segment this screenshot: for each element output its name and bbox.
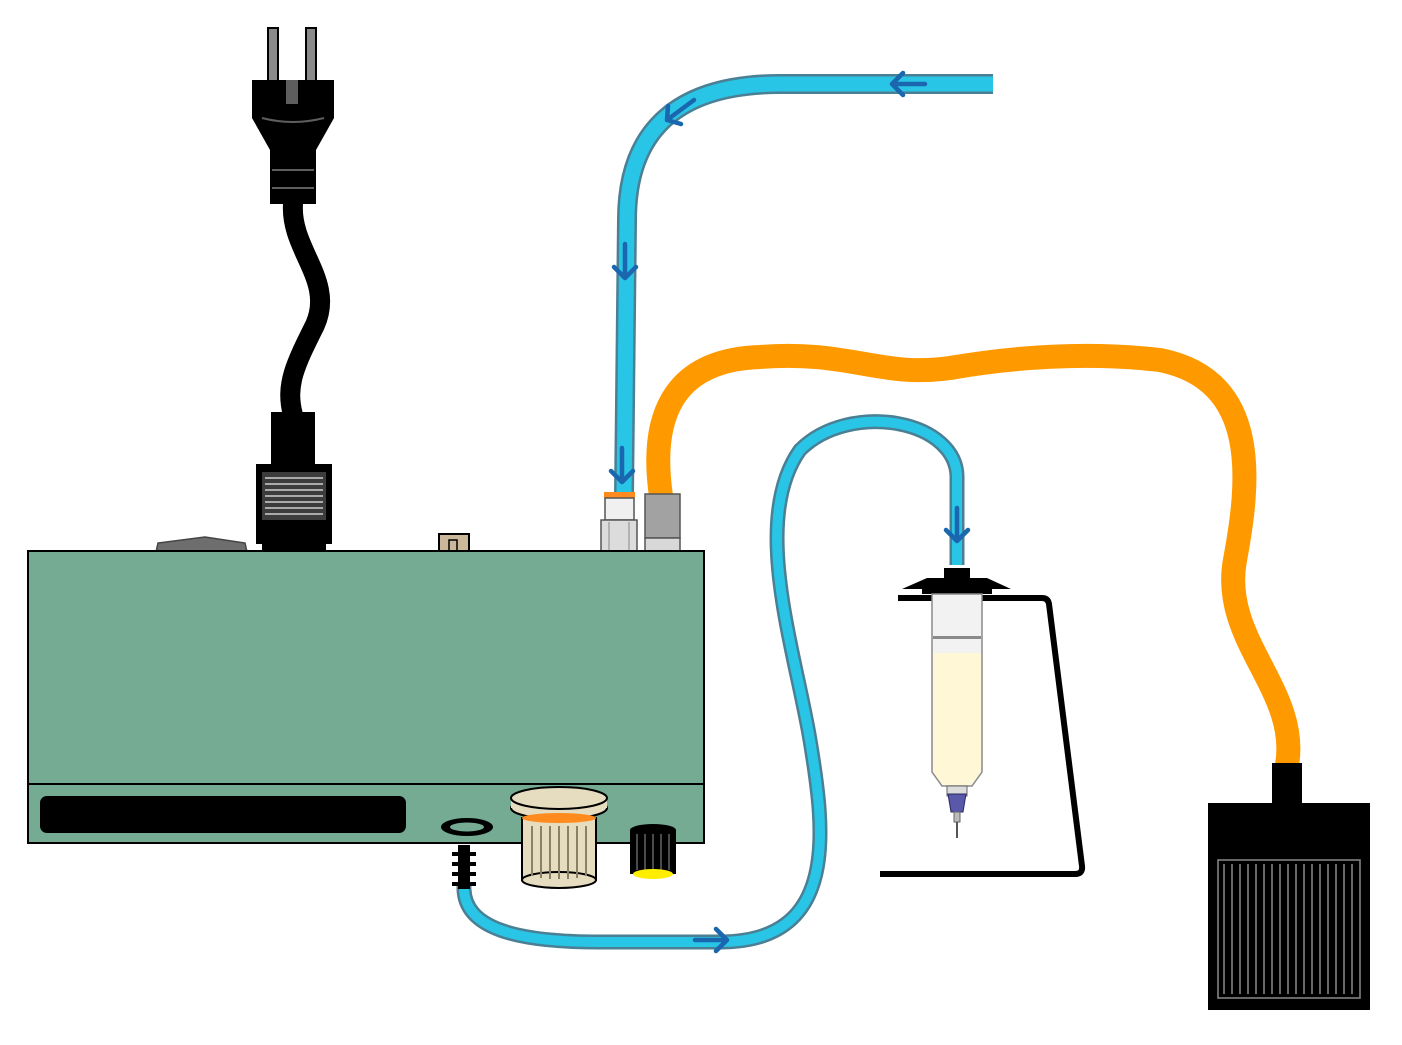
air-inlet-fitting-icon	[600, 492, 638, 553]
pressure-regulator-knob-icon[interactable]	[510, 786, 608, 889]
display-panel	[40, 796, 406, 833]
flow-arrow-6	[943, 505, 971, 544]
air-output-hose	[458, 416, 963, 947]
fuse-holder-icon	[438, 533, 470, 553]
pedal-connector-icon	[644, 493, 681, 553]
flow-arrow-3	[611, 241, 639, 281]
outlet-strain-relief-icon	[452, 845, 476, 889]
pedal-cable	[646, 343, 1301, 777]
syringe-stand-icon	[880, 595, 1086, 877]
flow-arrow-2	[664, 97, 697, 127]
needle-hub-icon	[947, 793, 967, 813]
rocker-switch-icon[interactable]	[155, 536, 248, 553]
power-plug-icon	[252, 27, 334, 204]
timer-knob-icon[interactable]	[630, 824, 676, 879]
power-connector-icon	[256, 412, 332, 550]
power-cable	[280, 194, 331, 425]
flow-arrow-5	[692, 926, 730, 954]
flow-arrow-1	[889, 70, 928, 98]
flow-arrow-4	[608, 445, 636, 485]
syringe-icon	[902, 568, 1011, 838]
foot-pedal-icon[interactable]	[1208, 763, 1370, 1010]
air-outlet-port-icon	[441, 818, 493, 836]
